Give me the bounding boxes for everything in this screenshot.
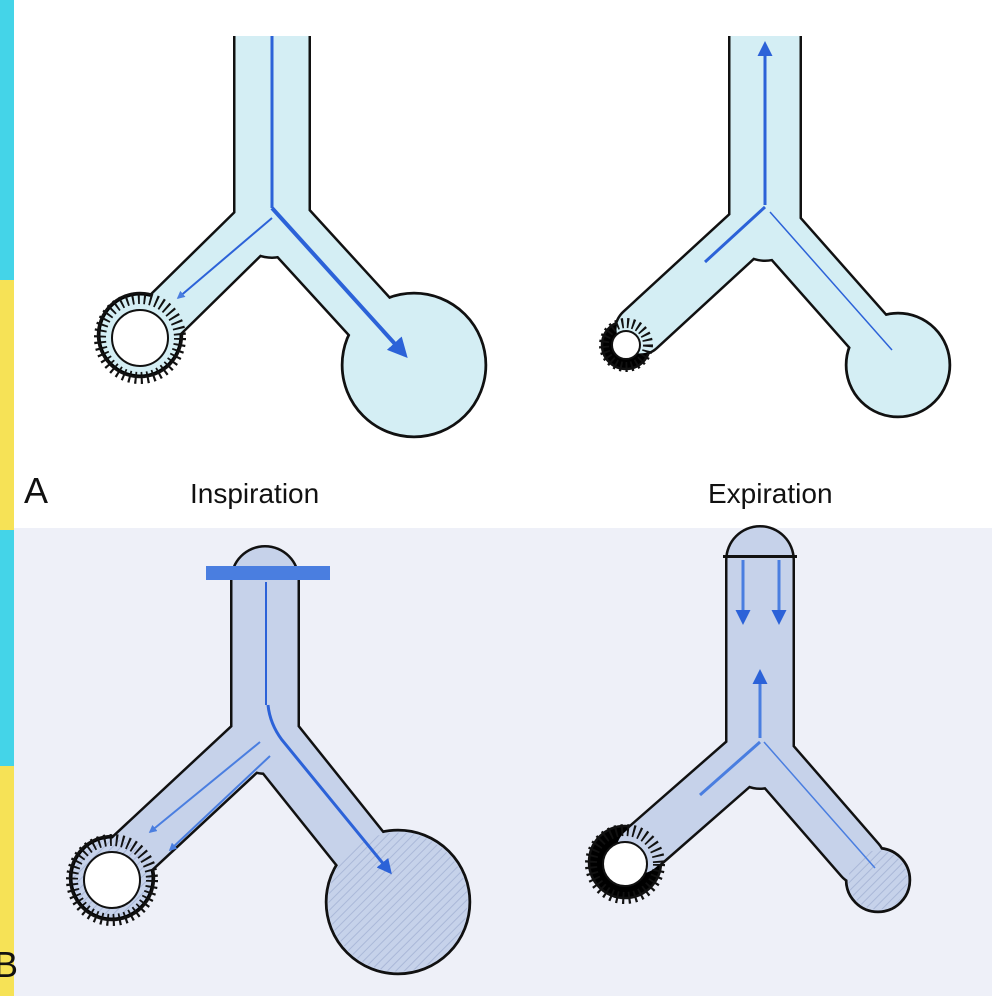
blocked-bar-icon [206,566,330,580]
panel-a-inspiration-diagram [98,0,486,437]
panel-a-expiration-diagram [602,0,950,417]
panel-b-expiration-diagram [589,555,910,912]
panel-letter-b: B [0,944,18,986]
caption-inspiration: Inspiration [190,478,319,510]
inspiration-flow-arrow-large [272,208,405,355]
panel-b-inspiration-diagram [70,566,470,974]
caption-expiration: Expiration [708,478,833,510]
panel-letter-a: A [24,470,48,512]
